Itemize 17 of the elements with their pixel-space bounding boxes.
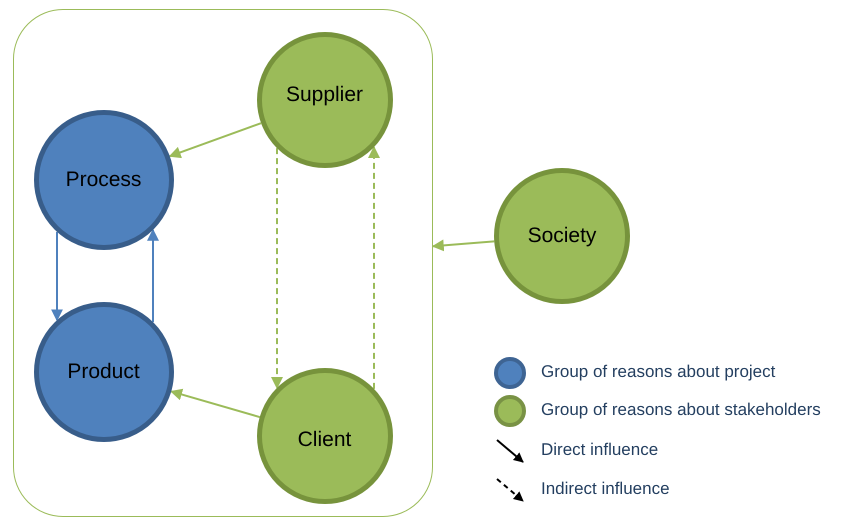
arrow xyxy=(147,228,159,322)
node-label: Society xyxy=(528,224,596,248)
node-label: Product xyxy=(67,360,140,384)
arrow xyxy=(51,232,63,322)
node-label: Supplier xyxy=(286,82,364,106)
arrow xyxy=(168,122,262,158)
group-frame xyxy=(13,9,433,517)
arrow xyxy=(432,239,494,252)
arrow xyxy=(170,388,260,418)
legend-label: Group of reasons about stakeholders xyxy=(541,400,821,420)
node-label: Process xyxy=(66,168,142,192)
legend-label: Direct influence xyxy=(541,440,658,460)
node-label: Client xyxy=(298,428,352,452)
legend-label: Indirect influence xyxy=(541,479,670,499)
legend-label: Group of reasons about project xyxy=(541,362,776,382)
arrow xyxy=(271,148,283,390)
arrow xyxy=(368,146,380,389)
